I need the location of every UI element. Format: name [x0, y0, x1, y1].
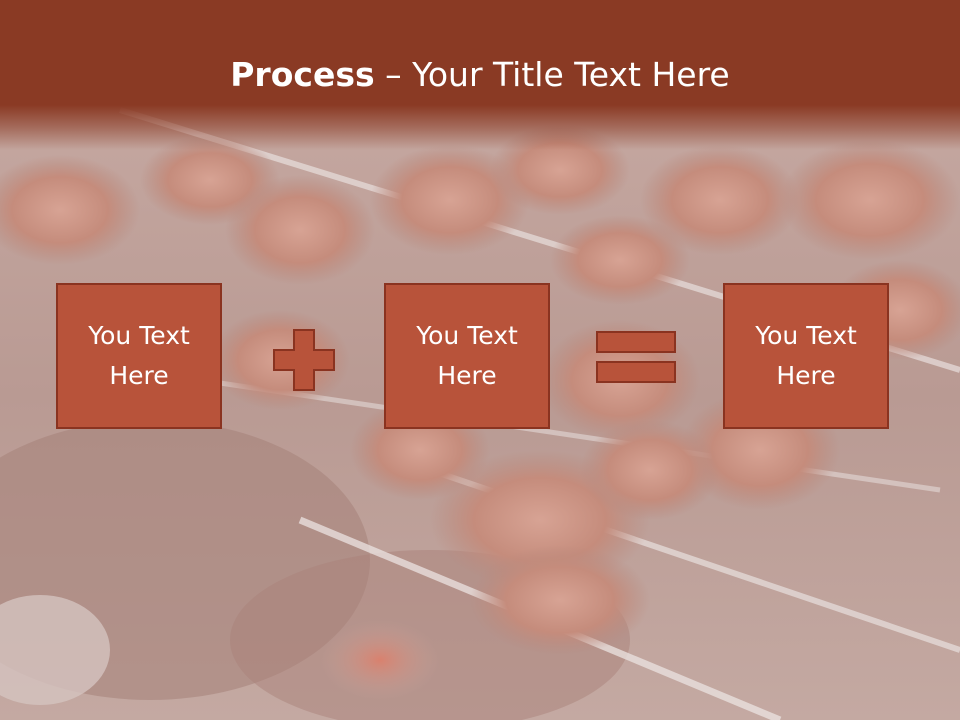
process-step-3-label: You Text Here: [755, 321, 857, 390]
process-step-3[interactable]: You Text Here: [723, 283, 889, 429]
slide-title: Process – Your Title Text Here: [0, 55, 960, 95]
slide-title-bold: Process: [230, 55, 375, 94]
equals-icon: [596, 331, 676, 383]
slide-title-rest: – Your Title Text Here: [374, 55, 730, 94]
plus-icon: [273, 329, 335, 391]
process-step-2-label: You Text Here: [416, 321, 518, 390]
process-step-1[interactable]: You Text Here: [56, 283, 222, 429]
process-step-1-label: You Text Here: [88, 321, 190, 390]
header-band: [0, 0, 960, 150]
process-step-2[interactable]: You Text Here: [384, 283, 550, 429]
